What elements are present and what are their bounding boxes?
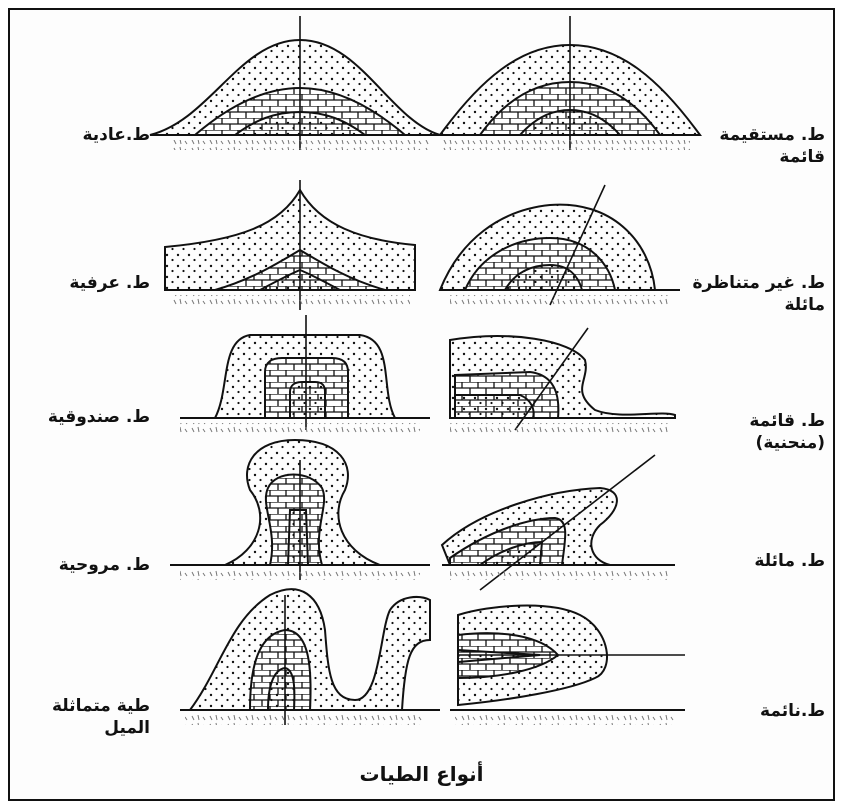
fold-ridge [165, 180, 415, 310]
fold-recumbent [450, 606, 685, 725]
label-box: ط. صندوقية [20, 406, 150, 428]
label-fan: ط. مروحية [30, 554, 150, 576]
label-asymmetric: ط. غير متناظرة مائلة [680, 272, 825, 316]
label-ridge: ط. عرفية [30, 272, 150, 294]
figure-frame: ط.عادية ط. عرفية ط. صندوقية ط. مروحية طي… [8, 8, 835, 801]
label-upright: ط. مستقيمة قائمة [690, 124, 825, 168]
label-isoclinal: طية متماثلة الميل [25, 695, 150, 739]
fold-asymmetric [440, 185, 680, 305]
fold-isoclinal [180, 589, 440, 725]
fold-overturned [442, 455, 675, 590]
fold-symmetric [150, 16, 440, 150]
label-overturned: ط. مائلة [700, 550, 825, 572]
fold-fan [170, 440, 430, 580]
label-symmetric: ط.عادية [30, 124, 150, 146]
label-recumbent: ط.نائمة [700, 700, 825, 722]
figure-caption: أنواع الطيات [10, 762, 833, 786]
fold-box [180, 315, 430, 433]
fold-upright [440, 16, 700, 150]
fold-upright-curved [450, 328, 675, 433]
label-upright-curved: ط. قائمة (منحنية) [700, 410, 825, 454]
